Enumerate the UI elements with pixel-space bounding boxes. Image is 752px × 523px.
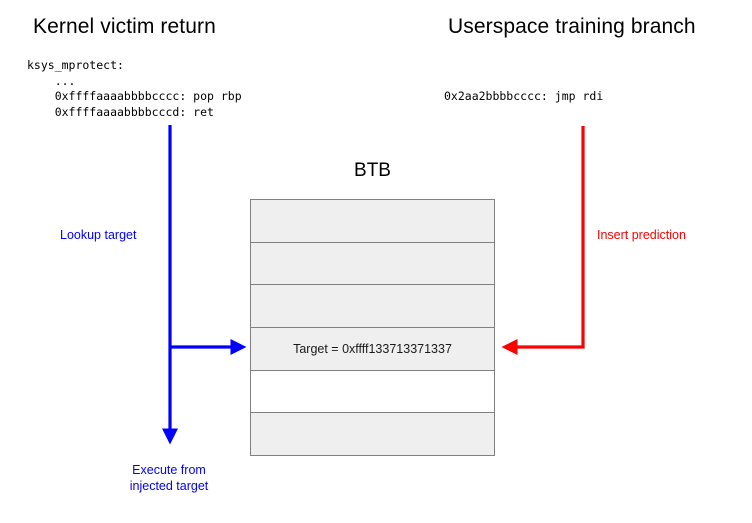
btb-row	[251, 370, 494, 414]
userspace-training-heading: Userspace training branch	[448, 15, 696, 38]
btb-row	[251, 285, 494, 329]
kernel-code-listing: ksys_mprotect: ... 0xffffaaaabbbbcccc: p…	[27, 58, 242, 119]
execute-injected-target-label: Execute from injected target	[129, 463, 209, 493]
insert-prediction-label: Insert prediction	[597, 228, 686, 242]
userspace-code-listing: 0x2aa2bbbbcccc: jmp rdi	[444, 89, 604, 103]
btb-row	[251, 200, 494, 243]
lookup-target-label: Lookup target	[60, 228, 137, 242]
btb-row-target: Target = 0xffff133713371337	[251, 328, 494, 371]
kernel-victim-heading: Kernel victim return	[33, 15, 216, 38]
btb-row	[251, 242, 494, 286]
btb-table: Target = 0xffff133713371337	[250, 199, 495, 456]
btb-row	[251, 413, 494, 456]
btb-target-text: Target = 0xffff133713371337	[293, 341, 452, 356]
victim-lookup-arrow	[162, 125, 247, 445]
attacker-insert-arrow	[501, 126, 585, 355]
btb-title: BTB	[354, 160, 391, 181]
